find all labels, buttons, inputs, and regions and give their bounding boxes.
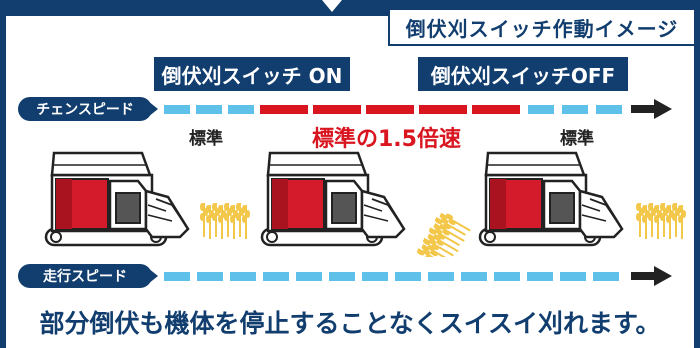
rice-stalks-icon — [415, 209, 474, 257]
chain-arrow-shaft — [631, 105, 655, 113]
combine-harvester-icon — [260, 151, 406, 247]
speed-segment — [260, 105, 308, 114]
speed-segment — [197, 272, 223, 281]
speed-segment — [164, 105, 190, 114]
top-notch — [322, 0, 342, 12]
speed-segment — [593, 272, 619, 281]
speed-segment — [560, 272, 586, 281]
travel-arrow-shaft — [631, 272, 655, 280]
speed-label-standard-right: 標準 — [560, 129, 594, 149]
footer-text: 部分倒伏も機体を停止することなくスイスイ刈れます。 — [39, 309, 661, 338]
travel-speed-pointer — [148, 268, 158, 284]
speed-segment — [164, 272, 190, 281]
speed-segment — [296, 272, 322, 281]
chain-speed-label: チェンスピード — [18, 97, 152, 121]
combine-harvester-icon — [44, 151, 190, 247]
combine-scene — [44, 151, 687, 257]
switch-off-label: 倒伏刈スイッチOFF — [418, 57, 628, 91]
speed-segment — [263, 272, 289, 281]
switch-on-label: 倒伏刈スイッチ ON — [154, 57, 350, 91]
rice-stalks-icon — [199, 202, 251, 240]
speed-segment — [313, 105, 361, 114]
travel-speed-label: 走行スピード — [18, 264, 152, 288]
speed-segment — [196, 105, 222, 114]
speed-segment — [228, 105, 254, 114]
rice-stalks-icon — [635, 202, 687, 240]
speed-segment — [527, 272, 553, 281]
speed-segment — [230, 272, 256, 281]
combine-harvester-icon — [478, 151, 624, 247]
chain-speed-pointer — [148, 101, 158, 117]
title-box: 倒伏刈スイッチ作動イメージ — [388, 8, 694, 46]
speed-segment — [362, 272, 388, 281]
arrow-right-icon — [654, 99, 672, 119]
speed-segment — [366, 105, 414, 114]
speed-segment — [494, 272, 520, 281]
speed-label-fast: 標準の1.5倍速 — [312, 127, 461, 152]
speed-segment — [395, 272, 421, 281]
speed-segment — [461, 272, 487, 281]
speed-segment — [596, 105, 622, 114]
speed-segment — [472, 105, 520, 114]
speed-segment — [562, 105, 588, 114]
speed-segment — [528, 105, 554, 114]
speed-segment — [428, 272, 454, 281]
speed-segment — [419, 105, 467, 114]
speed-label-standard-left: 標準 — [189, 129, 223, 149]
speed-segment — [329, 272, 355, 281]
arrow-right-icon — [654, 266, 672, 286]
